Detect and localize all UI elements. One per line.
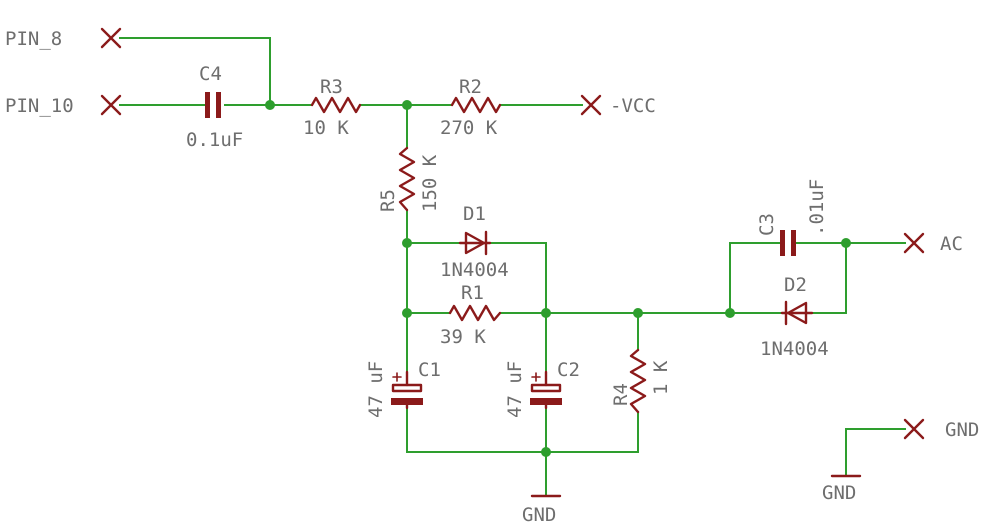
r2-name-label: R2 [459,76,482,98]
d1-value-label: 1N4004 [440,259,509,281]
d2-value-label: 1N4004 [760,338,829,360]
resistor-r4 [629,348,647,414]
junction-dot [402,238,412,248]
capacitor-c2 [530,370,562,410]
plus-icon [531,372,541,382]
capacitor-c1 [391,370,423,410]
junctions [265,100,851,457]
r5-name-label: R5 [377,189,399,212]
wire-c3-left [729,242,781,314]
wire-gnd-port [845,428,906,477]
resistor-r2 [450,96,502,114]
junction-dot [633,308,643,318]
junction-dot [402,100,412,110]
resistor-r3 [310,96,362,114]
capacitor-c4 [205,92,221,118]
resistor-r1 [448,304,502,322]
r4-value-label: 1 K [650,360,672,395]
junction-dot [841,238,851,248]
port-vcc-x-icon [580,94,602,116]
wires [119,37,906,497]
c3-name-label: C3 [756,213,778,236]
c4-name-label: C4 [199,63,222,85]
port-pin8-x-icon [100,27,122,49]
port-label-pin8: PIN_8 [5,28,62,50]
r4-name-label: R4 [610,383,632,406]
wire-d2-right [811,242,847,314]
port-label-gnd: GND [945,419,979,441]
junction-dot [402,308,412,318]
port-label-ac: AC [940,233,963,255]
wire-d1-right [489,242,547,373]
port-label-pin10: PIN_10 [5,95,74,117]
port-pin10-x-icon [100,94,122,116]
capacitor-c3 [780,230,796,256]
d2-name-label: D2 [784,274,807,296]
c4-value-label: 0.1uF [186,129,243,151]
resistor-r5 [398,146,416,212]
ground-label-right: GND [822,482,856,504]
junction-dot [541,447,551,457]
r1-value-label: 39 K [440,326,486,348]
labels: PIN_8 PIN_10 -VCC AC GND GND GND C4 0.1u… [5,28,979,526]
c1-name-label: C1 [418,359,441,381]
c3-value-label: .01uF [806,179,828,236]
wire-pin8 [119,37,271,106]
port-markers [100,27,925,440]
r3-value-label: 10 K [303,117,349,139]
c2-value-label: 47 uF [504,361,526,418]
r3-name-label: R3 [320,76,343,98]
port-label-vcc: -VCC [610,95,656,117]
port-gnd-x-icon [903,418,925,440]
port-ac-x-icon [903,232,925,254]
r1-name-label: R1 [461,282,484,304]
r2-value-label: 270 K [440,117,498,139]
diode-d2 [780,300,814,326]
plus-icon [392,372,402,382]
junction-dot [725,308,735,318]
d1-name-label: D1 [463,203,486,225]
junction-dot [541,308,551,318]
c1-value-label: 47 uF [365,361,387,418]
junction-dot [265,100,275,110]
r5-value-label: 150 K [419,154,441,212]
diode-d1 [458,230,492,256]
ground-label-main: GND [522,504,556,526]
c2-name-label: C2 [557,359,580,381]
